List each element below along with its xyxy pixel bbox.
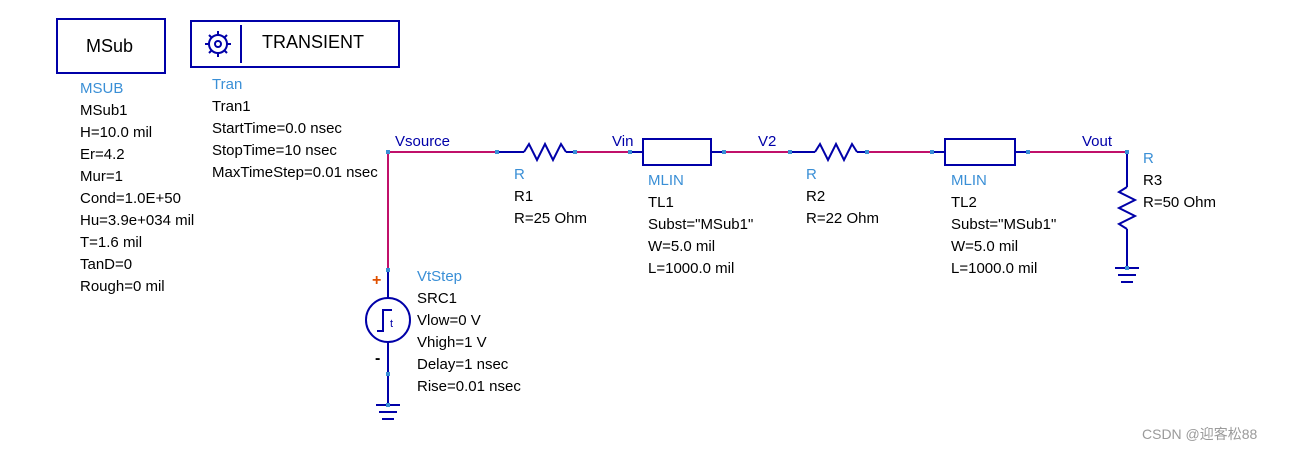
resistor-r1[interactable] [497,141,575,163]
net-label-vin: Vin [612,133,634,150]
r3-name: R3 [1143,172,1163,189]
source-src1[interactable] [365,270,411,405]
net-label-vout: Vout [1082,133,1113,150]
r1-name: R1 [514,188,534,205]
msub-name: MSub1 [80,102,128,119]
tl1-param: W=5.0 mil [648,238,716,255]
msub-param: TanD=0 [80,256,133,273]
tl1-name: TL1 [648,194,674,211]
transient-box-label: TRANSIENT [262,32,365,52]
net-label-v2: V2 [758,133,777,150]
tl2-param: Subst="MSub1" [951,216,1057,233]
ground-r3 [1115,267,1139,283]
msub-param: Er=4.2 [80,146,125,163]
resistor-r2[interactable] [790,141,867,163]
ground-src1 [376,404,400,420]
r2-param: R=22 Ohm [806,210,879,227]
net-label-vsource: Vsource [395,133,451,150]
mlin-tl2[interactable] [932,138,1028,166]
src1-param: Delay=1 nsec [417,356,509,373]
tl1-param: L=1000.0 mil [648,260,735,277]
msub-box-label: MSub [86,36,134,56]
tl2-param: L=1000.0 mil [951,260,1038,277]
watermark-text: CSDN @迎客松88 [1142,426,1258,442]
src1-param: Vhigh=1 V [417,334,487,351]
gear-icon [196,25,242,63]
msub-type: MSUB [80,80,124,97]
wire-vsource [387,151,497,270]
src1-name: SRC1 [417,290,458,307]
src1-type: VtStep [417,268,463,285]
tran-type: Tran [212,76,243,93]
r3-type: R [1143,150,1154,167]
r1-type: R [514,166,525,183]
src1-param: Rise=0.01 nsec [417,378,521,395]
tl2-name: TL2 [951,194,977,211]
src1-minus-sign: - [375,350,381,367]
tl1-param: Subst="MSub1" [648,216,754,233]
src1-labels: VtStep SRC1 Vlow=0 V Vhigh=1 V Delay=1 n… [417,266,521,398]
msub-param: T=1.6 mil [80,234,143,251]
src1-plus-sign: + [372,272,382,289]
msub-param: Cond=1.0E+50 [80,190,181,207]
tran-param: StopTime=10 nsec [212,142,337,159]
tran-param: StartTime=0.0 nsec [212,120,342,137]
r1-labels: R R1 R=25 Ohm [514,164,587,230]
pin-dots [386,150,1129,407]
msub-param: Mur=1 [80,168,123,185]
mlin-tl1[interactable] [630,138,724,166]
tran-param: MaxTimeStep=0.01 nsec [212,164,378,181]
r1-param: R=25 Ohm [514,210,587,227]
r3-labels: R R3 R=50 Ohm [1143,148,1216,214]
r2-type: R [806,166,817,183]
resistor-r3[interactable] [1116,152,1138,268]
tl2-labels: MLIN TL2 Subst="MSub1" W=5.0 mil L=1000.… [951,170,1056,280]
src1-param: Vlow=0 V [417,312,481,329]
src1-symbol: t [390,318,394,330]
tl1-labels: MLIN TL1 Subst="MSub1" W=5.0 mil L=1000.… [648,170,753,280]
tl2-type: MLIN [951,172,987,189]
msub-component-box[interactable]: MSub [56,18,166,74]
msub-param: Hu=3.9e+034 mil [80,212,195,229]
tran-params: Tran Tran1 StartTime=0.0 nsec StopTime=1… [212,74,378,184]
r2-labels: R R2 R=22 Ohm [806,164,879,230]
tran-name: Tran1 [212,98,251,115]
r3-param: R=50 Ohm [1143,194,1216,211]
msub-param: Rough=0 mil [80,278,165,295]
msub-params: MSUB MSub1 H=10.0 mil Er=4.2 Mur=1 Cond=… [80,78,194,298]
tl2-param: W=5.0 mil [951,238,1019,255]
transient-component-box[interactable]: TRANSIENT [190,20,400,68]
r2-name: R2 [806,188,826,205]
msub-param: H=10.0 mil [80,124,153,141]
tl1-type: MLIN [648,172,684,189]
